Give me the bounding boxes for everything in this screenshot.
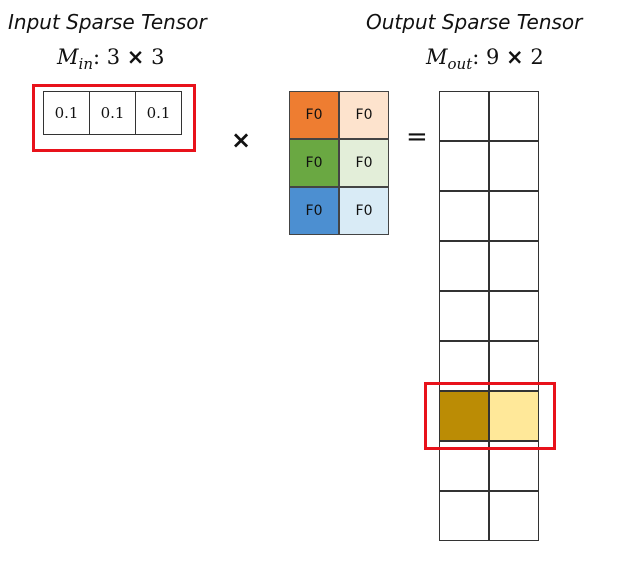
weight-cell: F0 [289, 139, 339, 187]
output-cell [489, 191, 539, 241]
input-title: Input Sparse Tensor [8, 10, 207, 34]
output-cell [439, 291, 489, 341]
weight-cell: F0 [339, 187, 389, 235]
output-cell [489, 491, 539, 541]
output-label-sub: out [447, 55, 473, 73]
output-cell [439, 491, 489, 541]
output-label-dims: : 9 [472, 45, 507, 69]
input-highlight-box [32, 84, 196, 152]
input-cell: 0.1 [135, 91, 182, 135]
output-cell [489, 391, 539, 441]
input-label-dims2: 3 [144, 45, 165, 69]
output-cell [489, 241, 539, 291]
output-cell [489, 91, 539, 141]
output-cell [489, 141, 539, 191]
input-label-var: M [57, 45, 79, 69]
output-title: Output Sparse Tensor [366, 10, 583, 34]
input-label-times: × [126, 45, 145, 69]
input-cell: 0.1 [89, 91, 136, 135]
output-cell [439, 141, 489, 191]
input-dimension-label: Min: 3 × 3 [57, 45, 165, 72]
weight-cell: F0 [289, 187, 339, 235]
output-label-times: × [506, 45, 524, 69]
weight-cell: F0 [339, 139, 389, 187]
output-label-dims2: 2 [523, 45, 544, 69]
output-dimension-label: Mout: 9 × 2 [426, 45, 544, 72]
input-label-sub: in [78, 55, 93, 73]
output-cell [489, 291, 539, 341]
weight-cell: F0 [339, 91, 389, 139]
multiply-operator: × [231, 126, 252, 154]
output-label-var: M [426, 45, 448, 69]
output-cell [439, 91, 489, 141]
weight-cell: F0 [289, 91, 339, 139]
input-label-dims: : 3 [92, 45, 127, 69]
equals-operator: = [406, 122, 428, 152]
output-cell [439, 391, 489, 441]
output-cell [439, 191, 489, 241]
output-cell [439, 241, 489, 291]
output-highlight-box [424, 382, 556, 450]
input-cell: 0.1 [43, 91, 90, 135]
